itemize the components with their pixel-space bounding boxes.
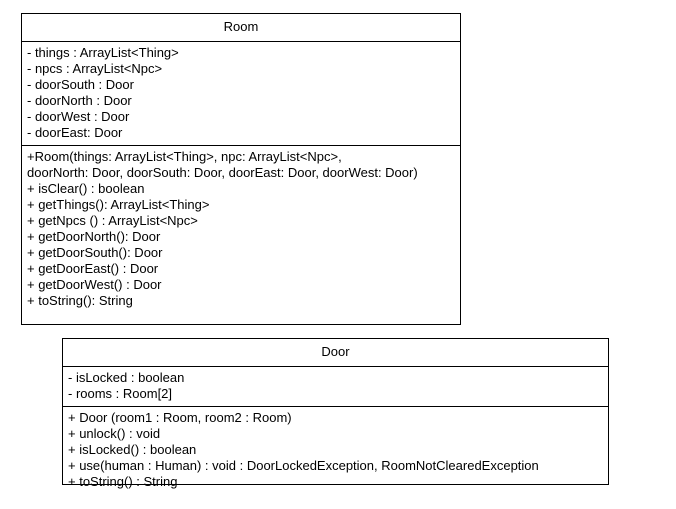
class-name-room: Room <box>22 14 460 42</box>
method-row-continuation: doorNorth: Door, doorSouth: Door, doorEa… <box>27 165 418 180</box>
method-row: + unlock() : void <box>68 426 161 441</box>
method-row: + getDoorNorth(): Door <box>27 229 161 244</box>
method-row: + getThings(): ArrayList<Thing> <box>27 197 210 212</box>
attribute-row: - rooms : Room[2] <box>68 386 173 401</box>
method-row: + getDoorEast() : Door <box>27 261 159 276</box>
method-row: + toString(): String <box>27 293 133 308</box>
attribute-row: - doorNorth : Door <box>27 93 132 108</box>
attribute-row: - doorEast: Door <box>27 125 123 140</box>
method-row: + isClear() : boolean <box>27 181 145 196</box>
methods-compartment-door: + Door (room1 : Room, room2 : Room) + un… <box>63 407 608 494</box>
method-row: + getDoorSouth(): Door <box>27 245 163 260</box>
attributes-compartment-room: - things : ArrayList<Thing> - npcs : Arr… <box>22 42 460 146</box>
attribute-row: - npcs : ArrayList<Npc> <box>27 61 163 76</box>
attribute-row: - doorWest : Door <box>27 109 130 124</box>
attribute-row: - isLocked : boolean <box>68 370 185 385</box>
method-row: + use(human : Human) : void : DoorLocked… <box>68 458 539 473</box>
uml-class-room: Room - things : ArrayList<Thing> - npcs … <box>21 13 461 325</box>
attribute-row: - things : ArrayList<Thing> <box>27 45 179 60</box>
class-name-door: Door <box>63 339 608 367</box>
attributes-compartment-door: - isLocked : boolean - rooms : Room[2] <box>63 367 608 407</box>
attribute-row: - doorSouth : Door <box>27 77 134 92</box>
method-row: +Room(things: ArrayList<Thing>, npc: Arr… <box>27 149 342 164</box>
method-row: + toString() : String <box>68 474 178 489</box>
method-row: + Door (room1 : Room, room2 : Room) <box>68 410 292 425</box>
method-row: + isLocked() : boolean <box>68 442 197 457</box>
uml-class-door: Door - isLocked : boolean - rooms : Room… <box>62 338 609 489</box>
method-row: + getDoorWest() : Door <box>27 277 162 292</box>
method-row: + getNpcs () : ArrayList<Npc> <box>27 213 198 228</box>
methods-compartment-room: +Room(things: ArrayList<Thing>, npc: Arr… <box>22 146 460 313</box>
